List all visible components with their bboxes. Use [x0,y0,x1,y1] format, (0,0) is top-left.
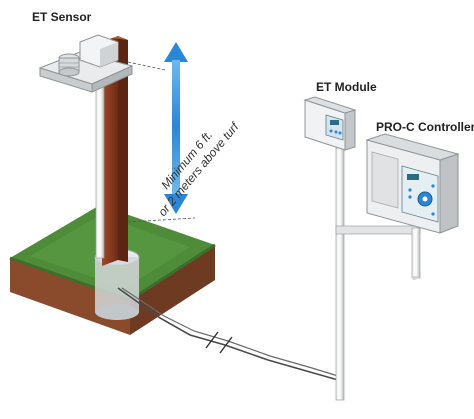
controller-button [408,195,412,199]
controller-button [408,188,412,192]
sensor-bracket-side [91,65,133,93]
sensor-wire-run [117,287,339,381]
conduit-to-controller [411,227,421,279]
controller-side [439,153,459,234]
module-button [329,129,333,133]
mounting-post [102,36,128,266]
sensor-wire [121,287,339,377]
arrow-head-top [164,42,188,62]
controller-display [407,174,419,180]
conduit-elbow [412,276,420,280]
module-display [330,120,339,125]
module-top [303,96,357,114]
post-side [118,36,128,262]
arrow-shaft [172,60,180,194]
height-arrow [164,42,188,214]
reference-line-top [127,61,166,71]
module-side [344,109,356,151]
sleeve-body [95,257,139,312]
et-module-unit [303,96,357,151]
post-top [102,36,128,42]
post-front [102,36,118,266]
conduit-horizontal [335,225,421,235]
conduit-vertical [335,147,345,401]
post-conduit [95,77,105,259]
reference-line-bottom [127,217,196,223]
et-module-label: ET Module [316,80,377,94]
controller-dial-center [422,196,428,202]
module-button [338,131,342,135]
controller-button [431,184,435,188]
et-sensor-unit [38,34,134,93]
et-sensor-label: ET Sensor [32,10,92,24]
controller-top [365,133,460,161]
controller-recess [371,151,399,209]
pro-c-controller-unit [365,133,460,234]
rain-collector-base [58,67,80,77]
sensor-wire [117,287,339,381]
module-button [334,130,338,134]
sensor-housing-side [100,42,118,67]
arrow-head-bottom [164,194,188,214]
wire-break-mark [219,336,233,354]
wire-break-mark [205,331,219,349]
controller-button [431,212,435,216]
sleeve-bottom [95,304,139,320]
pro-c-controller-label: PRO-C Controller [376,120,474,134]
